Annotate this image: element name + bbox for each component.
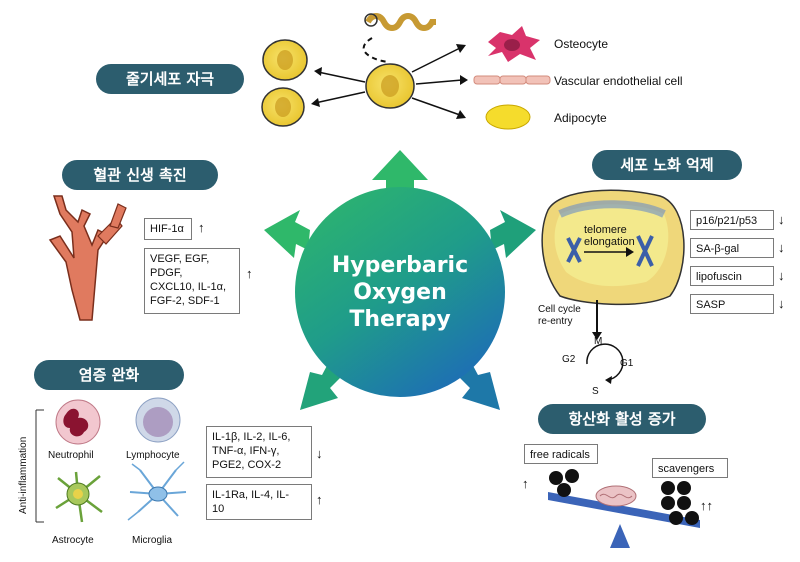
osteocyte-icon xyxy=(488,26,540,62)
lymphocyte-icon xyxy=(135,397,181,443)
marker-arrow-1: ↓ xyxy=(778,212,785,227)
stem-section xyxy=(261,13,551,130)
vascular-endothelial-icon xyxy=(473,75,551,85)
scavengers-box: scavengers xyxy=(652,458,728,478)
center-title: Hyperbaric Oxygen Therapy xyxy=(300,252,500,333)
dna-coil xyxy=(364,13,436,31)
osteocyte-label: Osteocyte xyxy=(554,37,609,51)
lymphocyte-label: Lymphocyte xyxy=(126,450,180,461)
antiinflammatory-up-arrow: ↑ xyxy=(316,492,323,507)
marker-arrow-4: ↓ xyxy=(778,296,785,311)
adipocyte-icon xyxy=(485,104,531,130)
arrow-left xyxy=(264,210,310,258)
senescence-cell xyxy=(541,189,685,384)
neutrophil-label: Neutrophil xyxy=(48,450,94,461)
phase-g2: G2 xyxy=(562,354,576,365)
vascular-endothelial-label: Vascular endothelial cell xyxy=(554,74,683,88)
stem-section-title: 줄기세포 자극 xyxy=(96,64,244,94)
neutrophil-icon xyxy=(55,399,101,445)
marker-box-3: lipofuscin xyxy=(690,266,774,286)
phase-m: M xyxy=(594,336,603,347)
free-radicals-box: free radicals xyxy=(524,444,598,464)
beam xyxy=(548,492,700,528)
dashed-loop xyxy=(362,37,389,63)
chromosome-left xyxy=(566,237,582,263)
antioxidant-section-title: 항산화 활성 증가 xyxy=(538,404,706,434)
scavengers-up-arrows: ↑↑ xyxy=(700,498,713,513)
phase-g1: G1 xyxy=(620,358,634,369)
angio-section-title: 혈관 신생 촉진 xyxy=(62,160,218,190)
phase-s: S xyxy=(592,386,599,397)
astrocyte-icon xyxy=(55,471,103,523)
vessel-icon xyxy=(48,195,127,321)
marker-box-1: p16/p21/p53 xyxy=(690,210,774,230)
center-arrows xyxy=(264,150,536,410)
center-line-1: Hyperbaric xyxy=(331,253,469,278)
center-line-3: Therapy xyxy=(349,307,451,332)
arrow-up xyxy=(372,150,428,200)
proinflammatory-down-arrow: ↓ xyxy=(316,446,323,461)
proinflammatory-box: IL-1β, IL-2, IL-6, TNF-α, IFN-γ, PGE2, C… xyxy=(206,426,312,478)
microglia-icon xyxy=(127,461,187,521)
inflammation-section-title: 염증 완화 xyxy=(34,360,184,390)
marker-box-2: SA-β-gal xyxy=(690,238,774,258)
free-radicals-up-arrow: ↑ xyxy=(522,476,529,491)
marker-box-4: SASP xyxy=(690,294,774,314)
scavenger-dots xyxy=(661,481,699,525)
balance-scale xyxy=(548,469,700,548)
astrocyte-label: Astrocyte xyxy=(52,535,94,546)
fulcrum xyxy=(610,524,630,548)
center-line-2: Oxygen xyxy=(353,280,447,305)
arrow-right xyxy=(490,210,536,258)
antiinflammatory-box: IL-1Ra, IL-4, IL- 10 xyxy=(206,484,312,520)
senescence-section-title: 세포 노화 억제 xyxy=(592,150,742,180)
microglia-label: Microglia xyxy=(132,535,173,546)
marker-arrow-3: ↓ xyxy=(778,268,785,283)
center-circle xyxy=(295,187,505,397)
marker-arrow-2: ↓ xyxy=(778,240,785,255)
anti-inflammation-label: Anti-inflammation xyxy=(18,437,29,514)
chromosome-right xyxy=(636,235,654,267)
cell-cycle-label: Cell cycle re-entry xyxy=(538,304,581,327)
free-radical-dots xyxy=(549,469,579,497)
telomere-label: telomere elongation xyxy=(584,224,635,248)
growth-factors-up-arrow: ↑ xyxy=(246,266,253,281)
hif-up-arrow: ↑ xyxy=(198,220,205,235)
cell-cycle-arc xyxy=(586,343,624,381)
adipocyte-label: Adipocyte xyxy=(554,111,607,125)
hif-box: HIF-1α xyxy=(144,218,192,240)
inflammation-cells xyxy=(35,397,187,523)
growth-factors-box: VEGF, EGF, PDGF, CXCL10, IL-1α, FGF-2, S… xyxy=(144,248,240,314)
